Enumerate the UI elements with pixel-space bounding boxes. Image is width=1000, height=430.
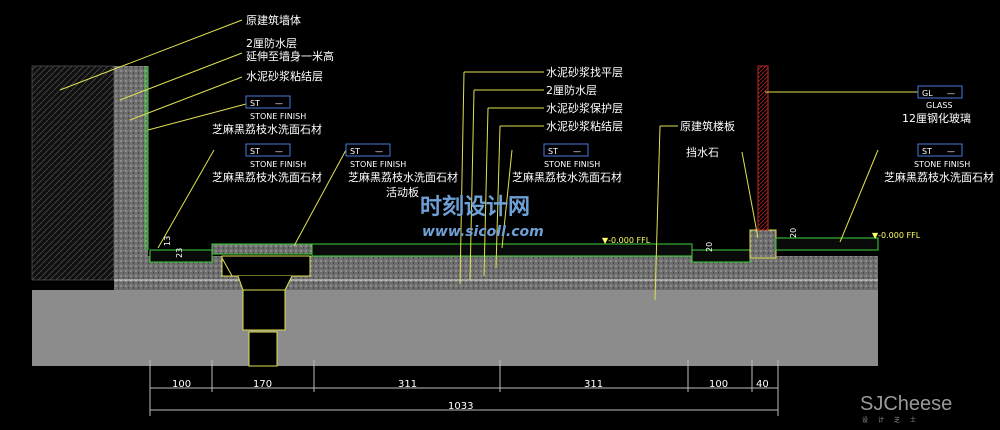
stone-name-1: 芝麻黑荔枝水洗面石材 — [212, 122, 322, 136]
original-slab — [32, 256, 878, 366]
label-cement-level: 水泥砂浆找平层 — [546, 65, 623, 79]
tag-gl: GL — [922, 89, 933, 98]
label-threshold-stone: 挡水石 — [686, 145, 719, 159]
watermark-cn: 时刻设计网 — [420, 194, 530, 220]
tag-st-5: ST — [922, 147, 932, 156]
stone-name-2: 芝麻黑荔枝水洗面石材 — [212, 170, 322, 184]
stone-finish-3: STONE FINISH — [350, 160, 406, 169]
tag-dash-2: — — [275, 147, 283, 156]
dim-total: 1033 — [448, 401, 473, 412]
dim-311-b: 311 — [584, 379, 603, 390]
dim-100-a: 100 — [172, 379, 191, 390]
stone-finish-2: STONE FINISH — [250, 160, 306, 169]
stone-finish-5: STONE FINISH — [914, 160, 970, 169]
label-waterproof-mid: 2厘防水层 — [546, 83, 597, 97]
tag-dash-3: — — [375, 147, 383, 156]
tag-dash-4: — — [573, 147, 581, 156]
tag-st-1: ST — [250, 99, 260, 108]
dim-100-b: 100 — [709, 379, 728, 390]
label-glass-cn: 12厘钢化玻璃 — [902, 111, 971, 125]
small-dim-4: 20 — [789, 228, 798, 238]
dim-311-a: 311 — [398, 379, 417, 390]
stone-name-5: 芝麻黑荔枝水洗面石材 — [884, 170, 994, 184]
label-movable-board: 活动板 — [386, 185, 419, 199]
tag-st-4: ST — [548, 147, 558, 156]
original-wall — [31, 65, 149, 281]
leader-lines — [59, 19, 918, 301]
glass-panel — [757, 65, 769, 231]
stone-name-3: 芝麻黑荔枝水洗面石材 — [348, 170, 458, 184]
tag-dash-gl: — — [947, 89, 955, 98]
watermark-url: www.sicoll.com — [422, 224, 544, 240]
label-orig-slab: 原建筑楼板 — [680, 119, 735, 133]
small-dim-2: 23 — [175, 248, 184, 258]
label-cement-bond-2: 水泥砂浆粘结层 — [546, 119, 623, 133]
tag-boxes — [245, 85, 963, 157]
dimension-lines — [149, 360, 779, 416]
dim-40: 40 — [756, 379, 769, 390]
small-dim-3: 20 — [705, 242, 714, 252]
label-cement-protect: 水泥砂浆保护层 — [546, 101, 623, 115]
brand-logo: SJCheese — [860, 393, 952, 415]
label-waterproof: 2厘防水层 — [246, 36, 297, 50]
dim-170: 170 — [253, 379, 272, 390]
label-waterproof-ext: 延伸至墙身一米高 — [246, 49, 334, 63]
brand-sub: 设计芝士 — [862, 416, 926, 424]
stone-finish-1: STONE FINISH — [250, 112, 306, 121]
tag-st-2: ST — [250, 147, 260, 156]
stone-finish-4: STONE FINISH — [544, 160, 600, 169]
floor-drain — [221, 255, 311, 367]
tag-st-3: ST — [350, 147, 360, 156]
stone-name-4: 芝麻黑荔枝水洗面石材 — [512, 170, 622, 184]
small-dim-1: 13 — [163, 236, 172, 246]
label-glass-en: GLASS — [926, 101, 952, 110]
floor-finish — [149, 229, 879, 263]
label-cement-bond-1: 水泥砂浆粘结层 — [246, 69, 323, 83]
level-mark-1: ▼-0.000 FFL — [602, 236, 651, 245]
tag-dash-5: — — [947, 147, 955, 156]
label-wall: 原建筑墙体 — [246, 13, 301, 27]
tag-dash-1: — — [275, 99, 283, 108]
level-mark-2: ▼-0.000 FFL — [872, 231, 921, 240]
